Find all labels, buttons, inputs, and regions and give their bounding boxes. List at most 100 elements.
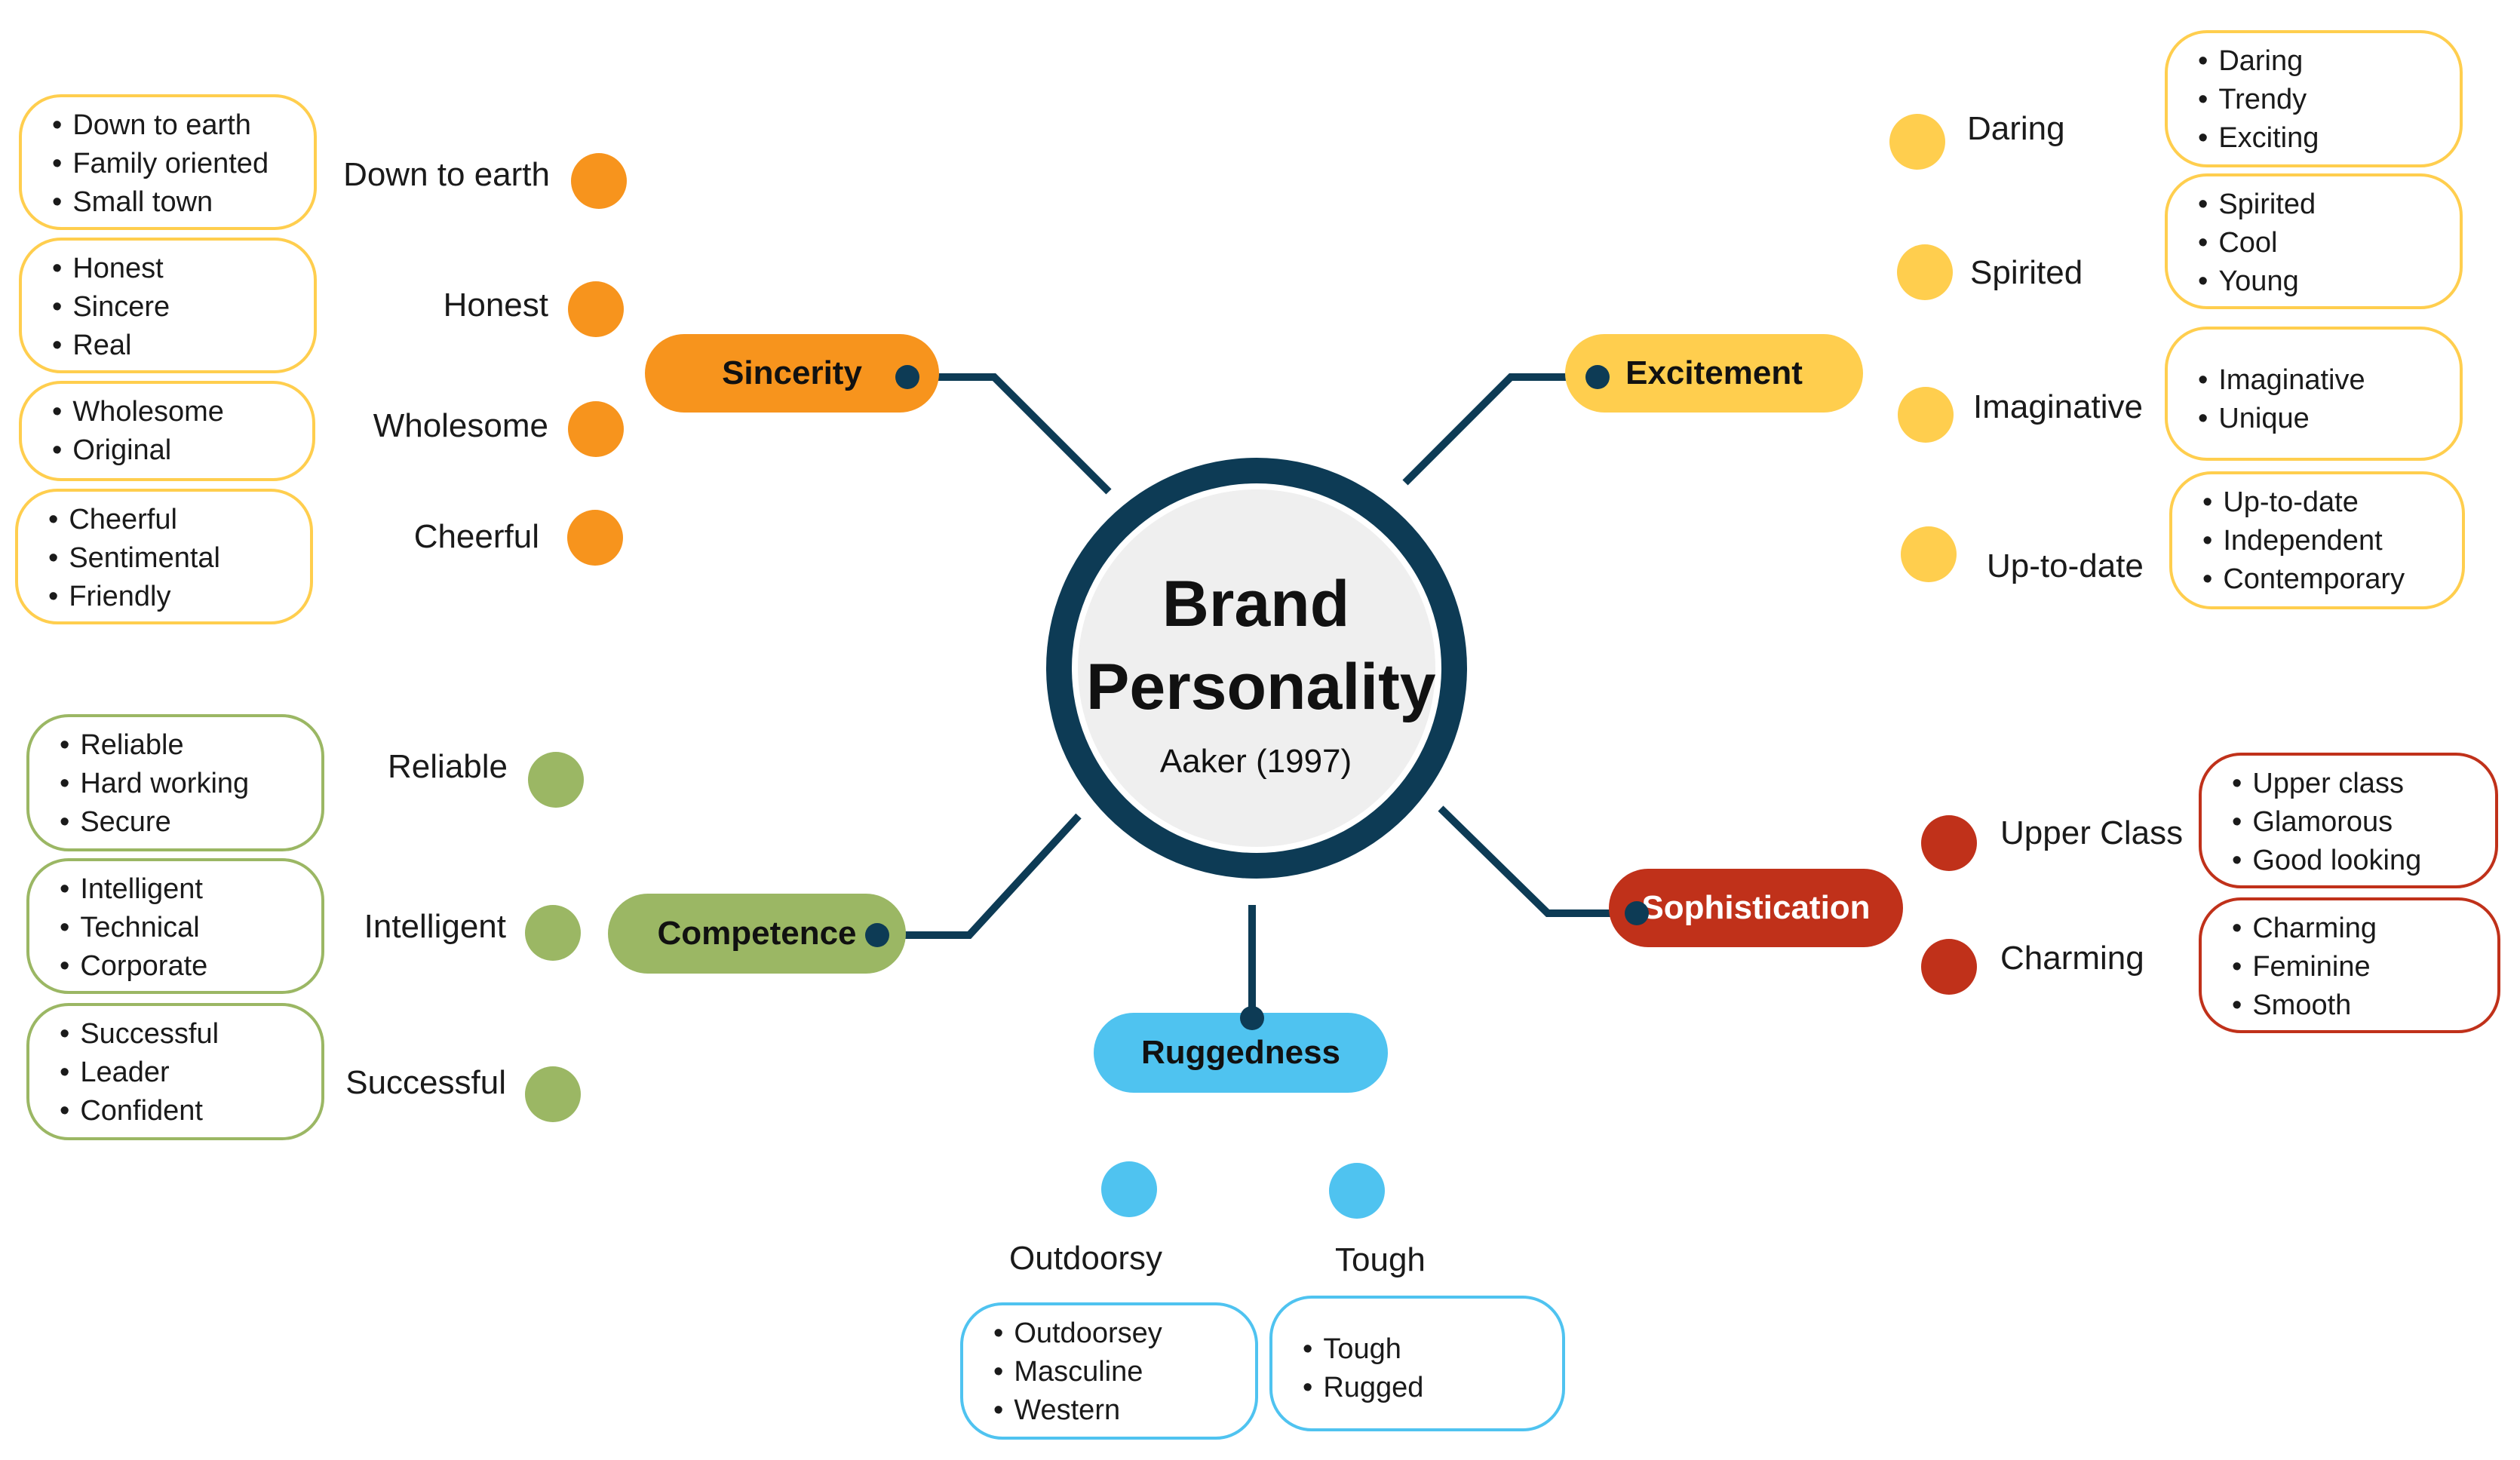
facet-label-wholesome: Wholesome — [373, 407, 548, 444]
trait-item: Masculine — [993, 1353, 1242, 1391]
trait-box-daring: Daring Trendy Exciting — [2165, 30, 2463, 167]
dimension-pill-sincerity: Sincerity — [645, 334, 939, 413]
trait-item: Glamorous — [2232, 803, 2482, 842]
trait-item: Confident — [60, 1092, 308, 1130]
trait-item: Reliable — [60, 726, 308, 765]
trait-item: Small town — [52, 183, 300, 222]
trait-item: Leader — [60, 1054, 308, 1092]
trait-item: Intelligent — [60, 870, 308, 909]
dimension-label-ruggedness: Ruggedness — [1140, 1034, 1341, 1071]
dimension-pill-competence: Competence — [608, 894, 906, 974]
facet-label-cheerful: Cheerful — [413, 518, 539, 555]
trait-box-cheerful: Cheerful Sentimental Friendly — [15, 489, 313, 624]
trait-item: Outdoorsey — [993, 1314, 1242, 1353]
facet-dot-up-to-date — [1901, 526, 1957, 582]
facet-label-intelligent: Intelligent — [364, 908, 506, 945]
facet-dot-daring — [1889, 114, 1945, 170]
trait-box-successful: Successful Leader Confident — [26, 1003, 324, 1140]
facet-dot-tough — [1329, 1163, 1385, 1219]
trait-item: Friendly — [48, 578, 296, 616]
facet-dot-down-to-earth — [571, 153, 627, 209]
trait-item: Honest — [52, 250, 300, 288]
trait-item: Contemporary — [2202, 560, 2448, 599]
trait-item: Upper class — [2232, 765, 2482, 803]
trait-box-honest: Honest Sincere Real — [19, 238, 317, 373]
facet-label-honest: Honest — [443, 287, 548, 324]
trait-box-spirited: Spirited Cool Young — [2165, 173, 2463, 309]
dimension-pill-excitement: Excitement — [1565, 334, 1863, 413]
trait-item: Imaginative — [2198, 361, 2446, 400]
facet-dot-honest — [568, 281, 624, 337]
facet-dot-charming — [1921, 939, 1977, 995]
trait-item: Real — [52, 327, 300, 365]
center-subtitle: Aaker (1997) — [1159, 743, 1352, 780]
facet-dot-outdoorsy — [1101, 1161, 1157, 1217]
trait-item: Sincere — [52, 288, 300, 327]
trait-item: Corporate — [60, 947, 308, 986]
trait-item: Trendy — [2198, 81, 2446, 119]
facet-dot-reliable — [528, 752, 584, 808]
trait-box-intelligent: Intelligent Technical Corporate — [26, 858, 324, 994]
trait-box-up-to-date: Up-to-date Independent Contemporary — [2169, 471, 2465, 609]
trait-item: Wholesome — [52, 393, 299, 431]
trait-item: Feminine — [2232, 948, 2484, 986]
trait-item: Cool — [2198, 224, 2446, 262]
facet-dot-spirited — [1897, 244, 1953, 300]
dimension-label-sophistication: Sophistication — [1641, 889, 1871, 926]
facet-dot-wholesome — [568, 401, 624, 457]
trait-item: Smooth — [2232, 986, 2484, 1025]
facet-dot-successful — [525, 1066, 581, 1122]
facet-label-daring: Daring — [1967, 110, 2065, 147]
trait-item: Cheerful — [48, 501, 296, 539]
facet-label-reliable: Reliable — [388, 748, 508, 785]
facet-label-outdoorsy: Outdoorsy — [1009, 1240, 1162, 1277]
trait-box-outdoorsy: Outdoorsey Masculine Western — [960, 1302, 1258, 1440]
trait-item: Charming — [2232, 909, 2484, 948]
competence-connector — [877, 813, 1082, 939]
trait-item: Daring — [2198, 42, 2446, 81]
trait-box-tough: Tough Rugged — [1269, 1296, 1565, 1431]
trait-box-reliable: Reliable Hard working Secure — [26, 714, 324, 851]
trait-item: Secure — [60, 803, 308, 842]
facet-label-up-to-date: Up-to-date — [1987, 548, 2144, 584]
facet-dot-imaginative — [1898, 387, 1954, 443]
trait-item: Technical — [60, 909, 308, 947]
facet-label-down-to-earth: Down to earth — [343, 156, 550, 193]
facet-dot-intelligent — [525, 905, 581, 961]
facet-dot-cheerful — [567, 510, 623, 566]
trait-item: Exciting — [2198, 119, 2446, 158]
center-title-line1: Brand — [1162, 568, 1350, 640]
trait-box-wholesome: Wholesome Original — [19, 381, 315, 481]
trait-item: Unique — [2198, 400, 2446, 438]
trait-item: Successful — [60, 1015, 308, 1054]
facet-label-imaginative: Imaginative — [1973, 388, 2144, 425]
trait-item: Family oriented — [52, 145, 300, 183]
trait-item: Down to earth — [52, 106, 300, 145]
facet-label-charming: Charming — [2000, 940, 2144, 977]
trait-item: Rugged — [1303, 1369, 1549, 1407]
dimension-label-competence: Competence — [657, 915, 857, 952]
trait-box-imaginative: Imaginative Unique — [2165, 327, 2463, 461]
trait-item: Good looking — [2232, 842, 2482, 880]
facet-label-successful: Successful — [345, 1064, 506, 1101]
sophistication-connector — [1438, 805, 1637, 917]
dimension-pill-ruggedness: Ruggedness — [1094, 1013, 1388, 1093]
trait-box-charming: Charming Feminine Smooth — [2199, 897, 2500, 1033]
trait-item: Spirited — [2198, 186, 2446, 224]
trait-box-upper-class: Upper class Glamorous Good looking — [2199, 753, 2498, 888]
facet-dot-upper-class — [1921, 815, 1977, 871]
trait-item: Up-to-date — [2202, 483, 2448, 522]
center-title-line2: Personality — [1086, 651, 1436, 723]
trait-item: Tough — [1303, 1330, 1549, 1369]
dimension-pill-sophistication: Sophistication — [1609, 869, 1903, 947]
dimension-label-sincerity: Sincerity — [722, 354, 862, 391]
trait-item: Western — [993, 1391, 1242, 1430]
facet-label-spirited: Spirited — [1970, 254, 2083, 291]
trait-item: Original — [52, 431, 299, 470]
facet-label-tough: Tough — [1335, 1241, 1426, 1278]
trait-item: Sentimental — [48, 539, 296, 578]
trait-item: Hard working — [60, 765, 308, 803]
